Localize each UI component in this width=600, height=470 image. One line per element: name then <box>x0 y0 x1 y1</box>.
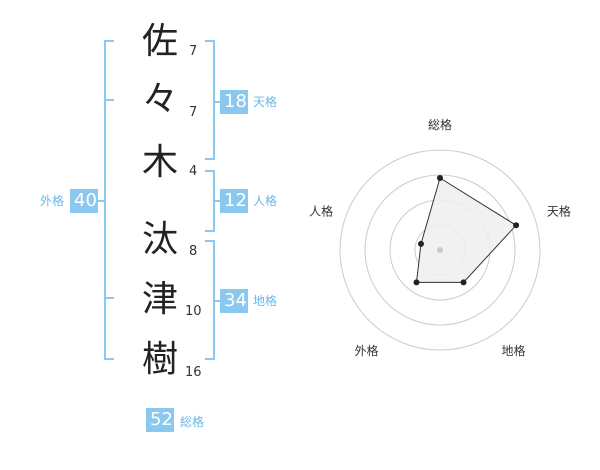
gaikaku-badge: 40 <box>70 189 98 213</box>
stroke-count-6: 16 <box>185 365 202 380</box>
gaikaku-connector <box>96 200 106 202</box>
radar-point-3 <box>413 279 420 286</box>
radar-ring-4 <box>339 149 541 351</box>
radar-data-polygon <box>415 177 517 283</box>
tenkaku-label: 天格 <box>253 95 278 109</box>
chikaku-label: 地格 <box>253 294 278 308</box>
stroke-count-1: 7 <box>189 44 198 59</box>
stroke-count-2: 7 <box>189 105 198 120</box>
name-char-3: 木 <box>141 142 178 183</box>
name-char-6: 樹 <box>141 339 178 380</box>
chikaku-badge: 34 <box>220 289 248 313</box>
radar-point-1 <box>513 222 520 229</box>
radar-point-2 <box>460 279 467 286</box>
chikaku-connector <box>213 300 223 302</box>
name-char-4: 汰 <box>141 219 178 260</box>
gaikaku-tick-upper <box>104 99 114 101</box>
stroke-count-5: 10 <box>185 304 202 319</box>
soukaku-badge: 52 <box>146 408 174 432</box>
tenkaku-badge: 18 <box>220 90 248 114</box>
radar-axis-label-0: 総格 <box>428 117 452 132</box>
radar-axis-label-3: 外格 <box>355 343 379 358</box>
radar-axis-label-2: 地格 <box>501 343 525 358</box>
jinkaku-label: 人格 <box>253 194 278 208</box>
stroke-count-3: 4 <box>189 164 198 179</box>
gaikaku-label: 外格 <box>40 194 65 208</box>
radar-point-0 <box>437 175 443 181</box>
stroke-count-4: 8 <box>189 244 198 259</box>
radar-axis-label-1: 天格 <box>547 203 571 218</box>
radar-center-dot <box>437 247 443 253</box>
name-char-5: 津 <box>141 279 178 320</box>
gaikaku-tick-lower <box>104 297 114 299</box>
radar-points <box>413 175 520 286</box>
name-char-1: 佐 <box>141 21 178 62</box>
radar-point-4 <box>417 240 424 247</box>
name-char-2: 々 <box>141 79 178 120</box>
jinkaku-connector <box>213 200 223 202</box>
tenkaku-connector <box>213 101 223 103</box>
radar-axis-label-4: 人格 <box>309 203 333 218</box>
soukaku-label: 総格 <box>180 415 205 429</box>
jinkaku-badge: 12 <box>220 189 248 213</box>
tenkaku-bracket <box>205 40 215 160</box>
